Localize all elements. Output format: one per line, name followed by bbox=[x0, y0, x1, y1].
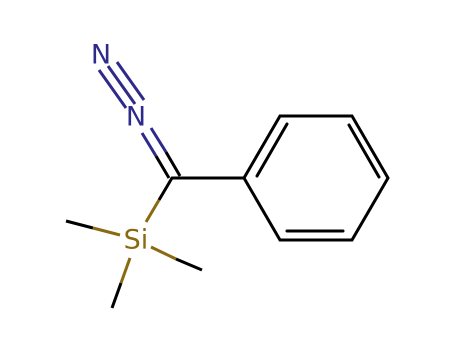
bond-c-n-a-lower bbox=[164, 151, 182, 177]
phenyl-ring bbox=[242, 114, 390, 242]
bond-c-si-black bbox=[157, 177, 174, 201]
bond-si-methyl-left-black bbox=[65, 219, 94, 230]
silicon-bonds bbox=[65, 177, 203, 309]
atom-label-n-terminal: N bbox=[91, 40, 111, 71]
atom-label-si: Si bbox=[124, 225, 149, 256]
carbon-bonds bbox=[170, 114, 390, 242]
diazo-bonds bbox=[97, 61, 182, 179]
bond-si-methyl-right-gold bbox=[150, 245, 177, 261]
bond-si-methyl-right-black bbox=[175, 257, 203, 272]
bond-c-n-b-upper bbox=[140, 132, 158, 157]
phenyl-inner-bond-2 bbox=[347, 123, 381, 179]
bond-n-n-3 bbox=[115, 61, 146, 101]
bond-si-methyl-down-black bbox=[110, 282, 123, 309]
bond-n-n-2 bbox=[106, 65, 137, 105]
bond-si-methyl-down-gold bbox=[119, 257, 132, 284]
bond-c-n-b-lower bbox=[154, 155, 171, 179]
bond-si-methyl-left-gold bbox=[92, 226, 121, 237]
bond-c-si-gold bbox=[144, 199, 161, 223]
bond-n-n-1 bbox=[97, 69, 128, 109]
atom-label-n-inner: N bbox=[126, 102, 146, 133]
bond-c-n-a-upper bbox=[149, 127, 168, 153]
phenyl-inner-bond-1 bbox=[255, 122, 289, 178]
